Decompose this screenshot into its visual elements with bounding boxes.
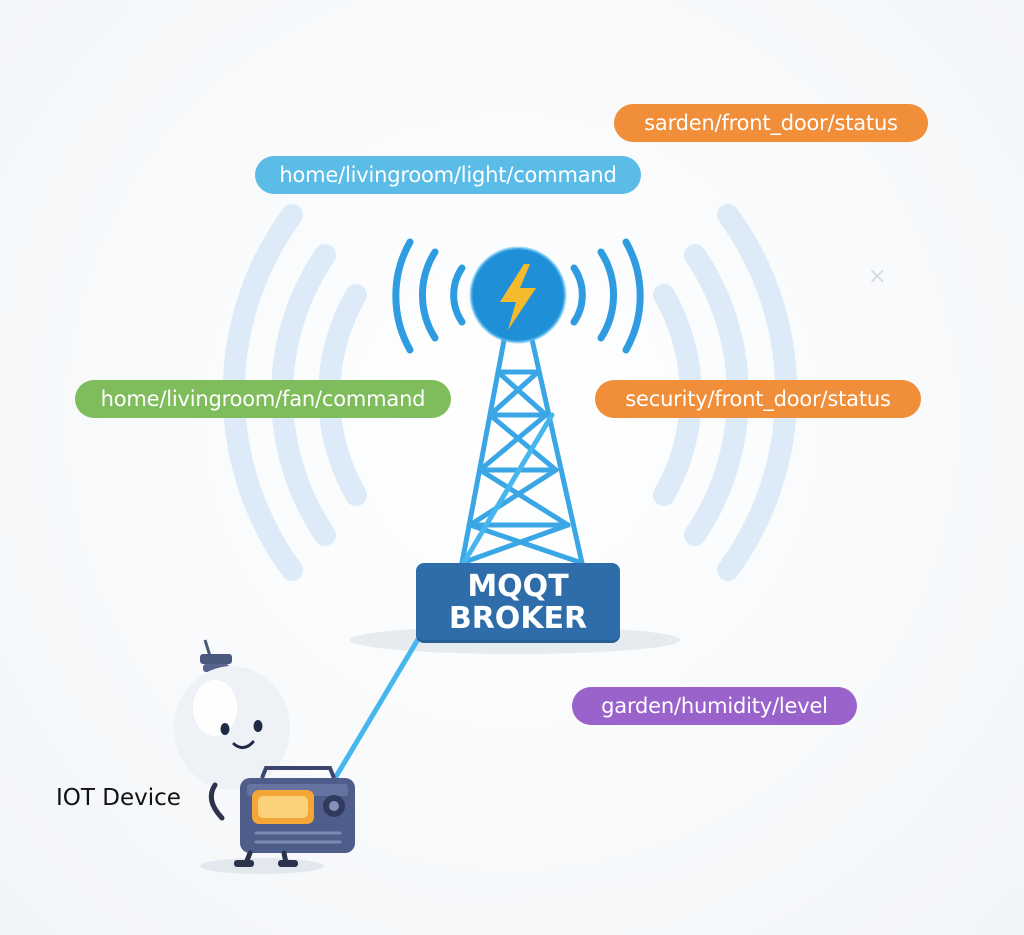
- lightbulb-radio-mascot-icon: [174, 639, 355, 874]
- tower-lattice: [459, 332, 585, 566]
- topic-pill-garden-humidity: garden/humidity/level: [572, 687, 857, 725]
- lightning-bolt-icon: [500, 264, 536, 330]
- topic-pill-livingroom-fan: home/livingroom/fan/command: [75, 380, 451, 418]
- close-icon[interactable]: ×: [868, 264, 887, 289]
- signal-arcs: [392, 238, 644, 354]
- topic-pill-sarden-front-door: sarden/front_door/status: [614, 104, 928, 142]
- topic-pill-livingroom-light: home/livingroom/light/command: [255, 156, 641, 194]
- broker-label-line2: BROKER: [448, 601, 588, 636]
- broker-label-line1: MQQT: [467, 569, 569, 604]
- mqtt-broker-box: MQQT BROKER: [416, 563, 620, 643]
- iot-device-label: IOT Device: [56, 785, 181, 811]
- topic-pill-security-front-door: security/front_door/status: [595, 380, 921, 418]
